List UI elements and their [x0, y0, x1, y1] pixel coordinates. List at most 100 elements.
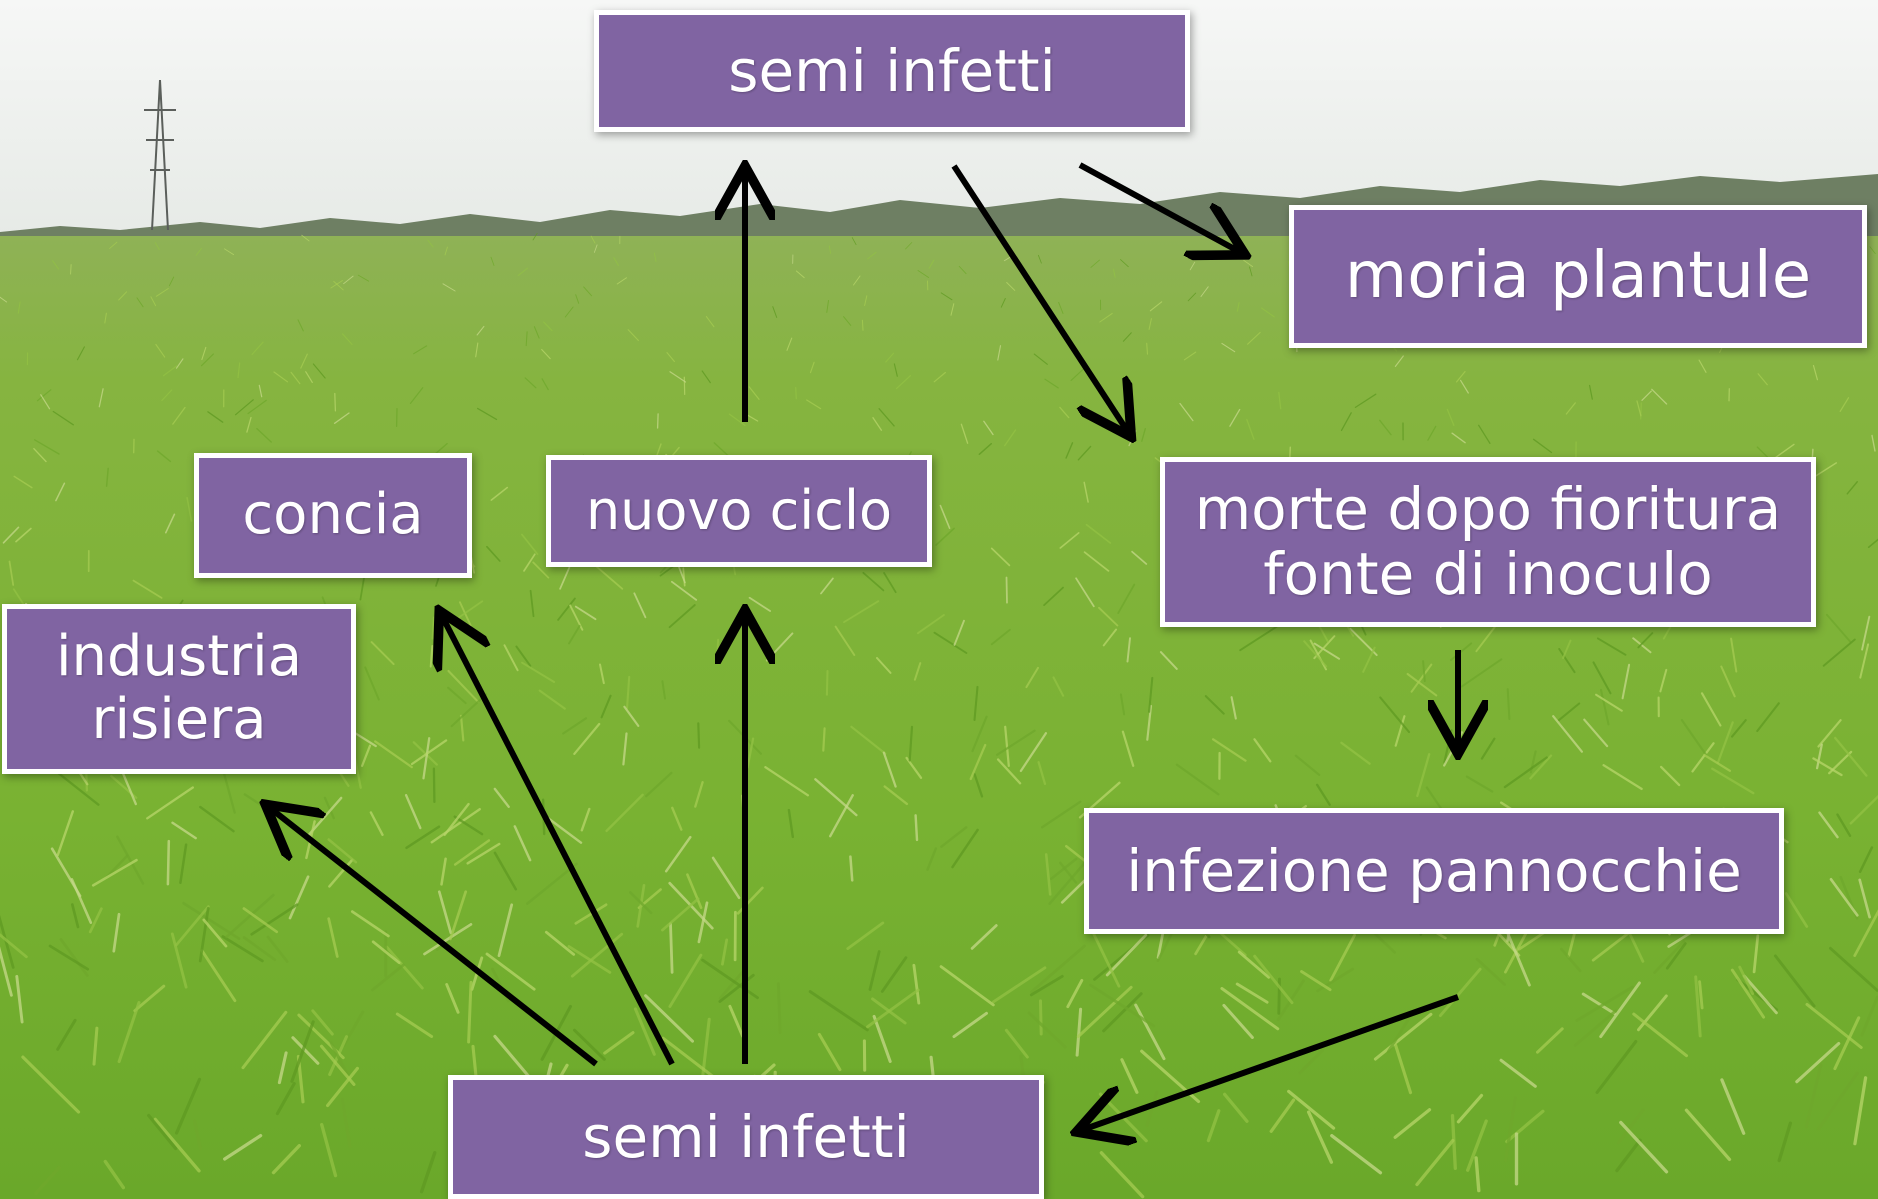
grass-blade: [1716, 721, 1734, 764]
grass-blade: [1777, 1121, 1793, 1163]
grass-blade: [1149, 301, 1163, 312]
grass-blade: [172, 406, 186, 425]
grass-blade: [1092, 932, 1121, 988]
grass-blade: [828, 794, 854, 838]
grass-blade: [427, 239, 434, 248]
grass-blade: [970, 924, 998, 950]
grass-blade: [200, 353, 214, 367]
grass-blade: [1148, 676, 1154, 713]
grass-blade: [40, 394, 51, 410]
grass-blade: [1230, 696, 1237, 720]
grass-blade: [1260, 307, 1275, 318]
grass-blade: [360, 744, 372, 768]
grass-blade: [1720, 665, 1736, 698]
grass-blade: [341, 333, 353, 346]
grass-blade: [33, 448, 47, 463]
grass-blade: [103, 1159, 125, 1190]
grass-blade: [1853, 909, 1878, 957]
grass-blade: [1839, 397, 1850, 412]
node-morte-dopo-fioritura: morte dopo fioritura fonte di inoculo: [1160, 457, 1816, 627]
grass-blade: [895, 375, 912, 390]
grass-blade: [175, 358, 184, 369]
grass-blade: [340, 1097, 352, 1149]
grass-blade: [1629, 933, 1645, 963]
grass-blade: [876, 657, 892, 674]
node-nuovo-ciclo: nuovo ciclo: [546, 455, 932, 567]
grass-blade: [1653, 940, 1686, 974]
grass-blade: [1247, 331, 1261, 345]
grass-blade: [1083, 551, 1110, 572]
grass-blade: [1680, 718, 1708, 756]
grass-blade: [872, 1014, 892, 1064]
grass-blade: [1066, 978, 1084, 1009]
grass-blade: [694, 781, 704, 808]
grass-blade: [1833, 1016, 1861, 1071]
grass-blade: [1179, 402, 1194, 422]
grass-blade: [17, 301, 21, 314]
grass-blade: [258, 384, 263, 398]
grass-blade: [669, 922, 674, 974]
grass-blade: [1025, 666, 1040, 689]
grass-blade: [1478, 424, 1491, 444]
grass-blade: [613, 257, 619, 266]
grass-blade: [1450, 642, 1473, 661]
grass-blade: [1731, 719, 1747, 738]
grass-blade: [868, 950, 881, 991]
grass-blade: [153, 1117, 201, 1173]
grass-blade: [914, 814, 919, 842]
grass-blade: [1659, 765, 1681, 787]
grass-blade: [1456, 371, 1466, 383]
grass-blade: [155, 288, 169, 297]
grass-blade: [671, 580, 698, 601]
grass-blade: [225, 893, 275, 939]
grass-blade: [1146, 704, 1153, 741]
grass-blade: [432, 767, 436, 804]
grass-blade: [202, 918, 228, 948]
grass-blade: [357, 274, 370, 282]
grass-blade: [1105, 933, 1148, 977]
grass-blade: [1065, 442, 1074, 459]
grass-blade: [849, 855, 854, 882]
grass-blade: [1315, 783, 1331, 806]
grass-blade: [174, 1077, 202, 1135]
grass-blade: [616, 277, 627, 285]
grass-blade: [0, 933, 28, 959]
grass-blade: [1558, 648, 1576, 674]
grass-blade: [333, 412, 350, 424]
grass-blade: [846, 921, 885, 950]
grass-blade: [1451, 432, 1466, 444]
grass-blade: [1121, 730, 1135, 767]
grass-blade: [161, 389, 173, 402]
grass-blade: [1075, 577, 1095, 608]
grass-blade: [853, 275, 861, 286]
grass-blade: [55, 770, 100, 806]
grass-blade: [866, 988, 920, 1029]
grass-blade: [969, 743, 987, 781]
grass-blade: [1583, 718, 1609, 748]
grass-blade: [533, 326, 540, 339]
grass-blade: [940, 292, 953, 301]
grass-blade: [593, 244, 598, 253]
grass-blade: [590, 235, 596, 244]
grass-blade: [851, 237, 857, 246]
grass-blade: [559, 566, 571, 590]
grass-blade: [1557, 702, 1581, 722]
grass-blade: [1044, 853, 1052, 896]
grass-blade: [1836, 813, 1852, 838]
grass-blade: [1465, 775, 1494, 793]
grass-blade: [1236, 302, 1240, 312]
grass-blade: [1560, 947, 1582, 973]
grass-blade: [237, 362, 241, 379]
grass-blade: [118, 291, 128, 301]
grass-blade: [1300, 970, 1332, 992]
grass-blade: [1039, 999, 1043, 1036]
grass-blade: [1316, 967, 1355, 993]
grass-blade: [34, 1165, 61, 1195]
grass-blade: [246, 416, 252, 433]
node-moria-plantule: moria plantule: [1289, 205, 1867, 348]
grass-blade: [1505, 1109, 1545, 1144]
grass-blade: [297, 319, 304, 332]
grass-blade: [825, 669, 829, 696]
grass-blade: [166, 839, 171, 886]
grass-blade: [772, 306, 778, 318]
